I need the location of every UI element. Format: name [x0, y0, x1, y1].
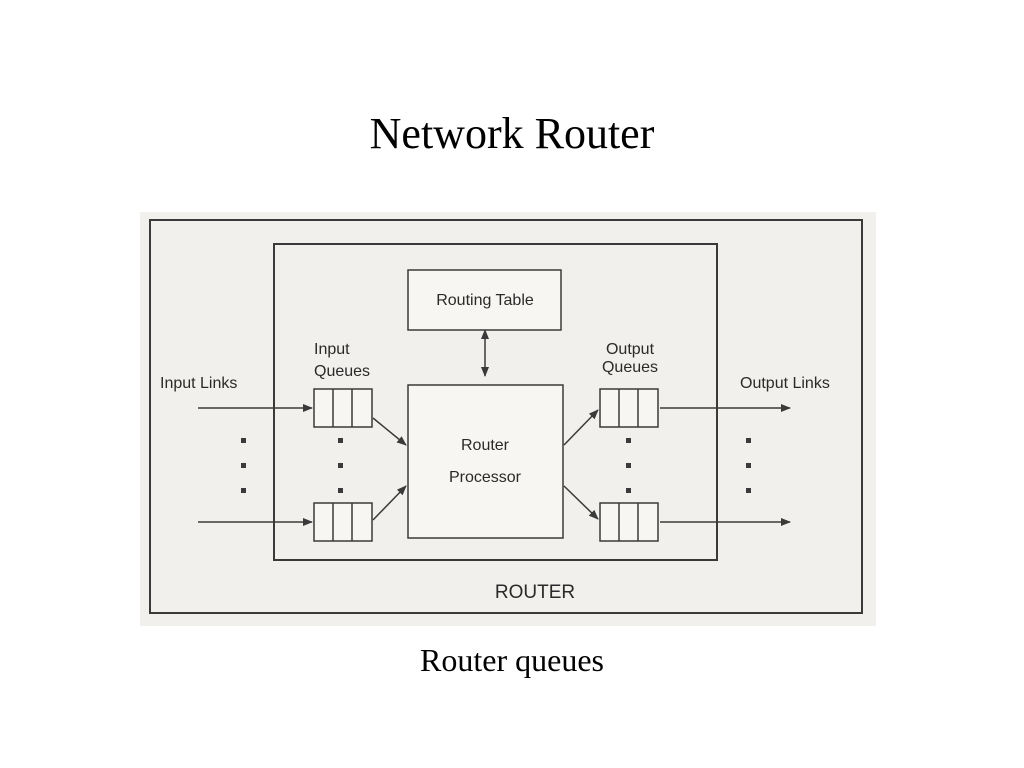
outer-frame: [149, 219, 863, 614]
input-queue-bottom-arrow: [372, 485, 407, 521]
input-queues-label-line2: Queues: [314, 363, 370, 380]
input-queue-bottom: [313, 502, 373, 542]
input-queue-top-arrow: [372, 417, 407, 446]
output-queues-ellipsis: [626, 438, 631, 493]
input-queue-top: [313, 388, 373, 428]
router-box: [273, 243, 718, 561]
input-queues-ellipsis: [338, 438, 343, 493]
input-queues-label-line1: Input: [314, 341, 350, 358]
output-queue-bottom-arrow: [563, 485, 599, 520]
slide-title: Network Router: [369, 109, 655, 158]
router-label: ROUTER: [495, 582, 575, 603]
output-queues-label-line2: Queues: [602, 359, 658, 376]
output-queue-top: [599, 388, 659, 428]
router-diagram-figure: Routing Table Router Processor Input Lin…: [140, 212, 876, 631]
figure-caption: Router queues: [420, 642, 604, 678]
output-links-label: Output Links: [740, 375, 830, 392]
output-queues-label-line1: Output: [606, 341, 655, 358]
router-processor-label-line2: Processor: [449, 469, 522, 486]
input-links-ellipsis: [241, 438, 246, 493]
output-queue-bottom: [599, 502, 659, 542]
router-diagram: Routing Table Router Processor Input Lin…: [140, 212, 876, 626]
router-processor-box: [407, 384, 564, 539]
routing-table-label: Routing Table: [436, 292, 534, 309]
router-processor-label-line1: Router: [461, 437, 510, 454]
routing-table-box: [407, 269, 562, 331]
input-links-label: Input Links: [160, 375, 237, 392]
output-links-ellipsis: [746, 438, 751, 493]
output-queue-top-arrow: [563, 409, 599, 446]
